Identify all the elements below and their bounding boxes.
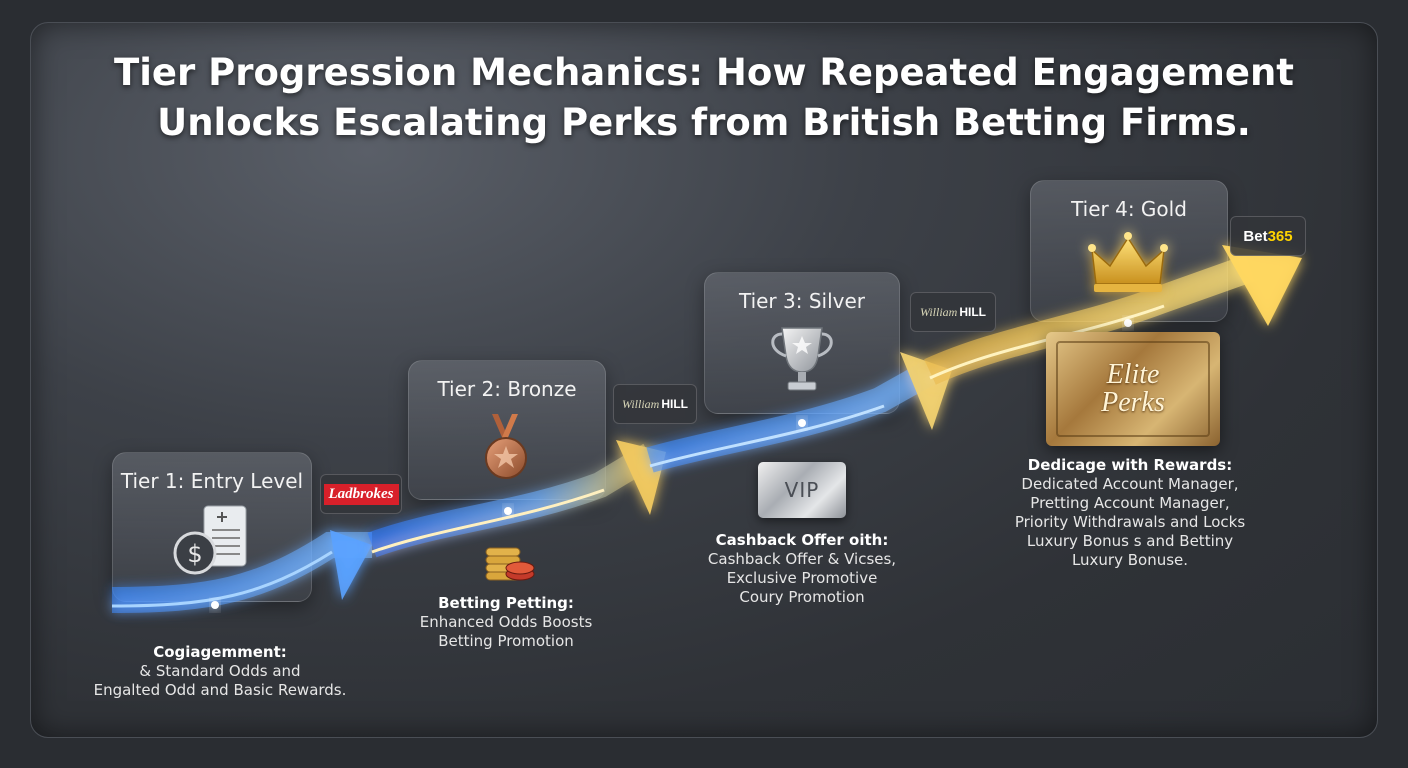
- bet365-logo-365: 365: [1267, 227, 1293, 245]
- vip-badge: VIP: [758, 462, 846, 518]
- tier-1-label: Tier 1: Entry Level: [120, 469, 304, 493]
- tier-4-desc-line-1: Dedicated Account Manager,: [1021, 475, 1239, 493]
- coin-stack-icon: [485, 547, 535, 581]
- ladbrokes-logo-text: Ladbrokes: [323, 483, 399, 505]
- document-dollar-icon: $: [173, 505, 247, 575]
- williamhill-logo-2-bold: HILL: [959, 305, 986, 319]
- page-title: Tier Progression Mechanics: How Repeated…: [0, 48, 1408, 148]
- bet365-logo-bet: Bet: [1243, 227, 1268, 245]
- tier-2-description: Betting Petting: Enhanced Odds Boosts Be…: [380, 594, 632, 651]
- williamhill-logo-1-script: William: [621, 396, 660, 411]
- williamhill-logo-2-script: William: [919, 304, 958, 319]
- williamhill-logo-1: William HILL: [613, 384, 697, 424]
- tier-1-desc-head: Cogiagemment:: [153, 643, 287, 661]
- tier-4-desc-line-5: Luxury Bonuse.: [1071, 551, 1189, 569]
- tier-4-label: Tier 4: Gold: [1071, 197, 1187, 221]
- tier-3-desc-line-1: Cashback Offer & Vicses,: [707, 550, 897, 568]
- tier-4-desc-line-2: Pretting Account Manager,: [1030, 494, 1230, 512]
- title-line-2: Unlocks Escalating Perks from British Be…: [157, 101, 1251, 144]
- title-line-1: Tier Progression Mechanics: How Repeated…: [114, 51, 1294, 94]
- tier-2-desc-head: Betting Petting:: [438, 594, 574, 612]
- flow-dot-2: [504, 507, 512, 515]
- ladbrokes-logo: Ladbrokes: [320, 474, 402, 514]
- tier-1-desc-line-2: Engalted Odd and Basic Rewards.: [93, 681, 347, 699]
- elite-perks-line-1: Elite: [1106, 359, 1160, 390]
- tier-1-desc-line-1: & Standard Odds and: [139, 662, 301, 680]
- tier-4-desc-head: Dedicage with Rewards:: [1027, 456, 1233, 474]
- flow-dot-1: [211, 601, 219, 609]
- vip-badge-text: VIP: [784, 478, 820, 502]
- williamhill-logo-1-bold: HILL: [661, 397, 688, 411]
- bet365-logo: Bet 365: [1230, 216, 1306, 256]
- svg-text:$: $: [187, 540, 202, 568]
- elite-perks-card: Elite Perks: [1046, 332, 1220, 446]
- elite-perks-card-inner: Elite Perks: [1056, 341, 1210, 437]
- gold-crown-icon: [1088, 232, 1168, 292]
- flow-arrow-1: [111, 530, 372, 613]
- tier-4-description: Dedicage with Rewards: Dedicated Account…: [1002, 456, 1258, 570]
- bronze-medal-icon: [485, 414, 527, 479]
- williamhill-logo-2: William HILL: [910, 292, 996, 332]
- tier-3-desc-head: Cashback Offer oith:: [715, 531, 889, 549]
- tier-4-desc-line-3: Priority Withdrawals and Locks: [1014, 513, 1246, 531]
- elite-perks-line-2: Perks: [1101, 387, 1165, 418]
- tier-3-desc-line-2: Exclusive Promotive: [726, 569, 878, 587]
- tier-3-description: Cashback Offer oith: Cashback Offer & Vi…: [676, 531, 928, 607]
- tier-2-desc-line-2: Betting Promotion: [438, 632, 574, 650]
- tier-1-description: Cogiagemment: & Standard Odds and Engalt…: [70, 643, 370, 700]
- tier-2-label: Tier 2: Bronze: [437, 377, 577, 401]
- tier-2-desc-line-1: Enhanced Odds Boosts: [419, 613, 593, 631]
- tier-3-desc-line-3: Coury Promotion: [739, 588, 865, 606]
- flow-dot-3: [798, 419, 806, 427]
- tier-3-label: Tier 3: Silver: [738, 289, 866, 313]
- flow-dot-4: [1124, 319, 1132, 327]
- tier-4-desc-line-4: Luxury Bonus s and Bettiny: [1026, 532, 1234, 550]
- silver-trophy-icon: [771, 327, 833, 391]
